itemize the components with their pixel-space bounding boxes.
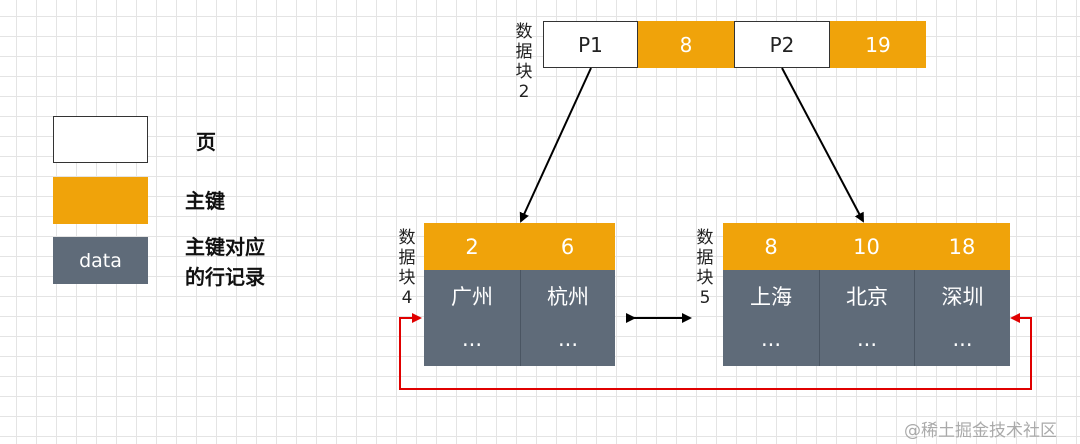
right-key-18: 18	[914, 223, 1010, 270]
row-ellipsis: ...	[461, 327, 483, 351]
row-name: 深圳	[941, 285, 984, 309]
legend-data-label: 主键对应 的行记录	[185, 232, 265, 292]
row-name: 北京	[846, 285, 888, 309]
legend-key-swatch	[53, 177, 148, 224]
left-block-label: 数 据 块 4	[397, 228, 417, 308]
right-data-shanghai: 上海 ...	[723, 270, 819, 366]
root-pointer-p1: P1	[543, 21, 638, 68]
row-name: 广州	[451, 285, 493, 309]
red-link-shenzhen-to-guangzhou	[399, 313, 1032, 390]
left-label-char: 据	[398, 248, 416, 268]
legend-page-swatch	[53, 116, 148, 163]
right-key-8: 8	[723, 223, 819, 270]
root-label-char: 数	[515, 22, 533, 42]
right-key-10: 10	[819, 223, 914, 270]
left-key-6: 6	[520, 223, 615, 270]
legend-data-label-line2: 的行记录	[185, 265, 265, 289]
root-label-char: 据	[515, 42, 533, 62]
left-label-char: 块	[398, 268, 416, 288]
legend-data-label-line1: 主键对应	[185, 235, 265, 259]
root-key-19: 19	[830, 21, 926, 68]
arrow-p2-to-block5	[781, 67, 864, 223]
left-data-guangzhou: 广州 ...	[424, 270, 520, 366]
row-ellipsis: ...	[856, 327, 878, 351]
right-label-char: 块	[696, 268, 714, 288]
legend-data-text: data	[79, 249, 122, 272]
row-ellipsis: ...	[760, 327, 782, 351]
left-label-char: 4	[401, 288, 413, 308]
right-label-char: 据	[696, 248, 714, 268]
row-name: 上海	[750, 285, 792, 309]
row-name: 杭州	[547, 285, 589, 309]
root-label-char: 2	[518, 82, 530, 102]
root-pointer-p2: P2	[734, 21, 830, 68]
right-data-beijing: 北京 ...	[819, 270, 914, 366]
watermark-text: @稀土掘金技术社区	[904, 421, 1057, 441]
root-label-char: 块	[515, 62, 533, 82]
left-data-hangzhou: 杭州 ...	[520, 270, 615, 366]
right-label-char: 数	[696, 228, 714, 248]
arrow-p1-to-block4	[519, 67, 592, 223]
legend-data-swatch: data	[53, 237, 148, 284]
right-block-label: 数 据 块 5	[695, 228, 715, 308]
right-label-char: 5	[699, 288, 711, 308]
left-key-2: 2	[424, 223, 520, 270]
row-ellipsis: ...	[557, 327, 579, 351]
right-data-shenzhen: 深圳 ...	[914, 270, 1010, 366]
root-key-8: 8	[638, 21, 734, 68]
root-block-label: 数 据 块 2	[514, 22, 534, 102]
row-ellipsis: ...	[952, 327, 973, 351]
left-label-char: 数	[398, 228, 416, 248]
legend-page-label: 页	[196, 130, 216, 154]
legend-key-label: 主键	[185, 189, 225, 213]
